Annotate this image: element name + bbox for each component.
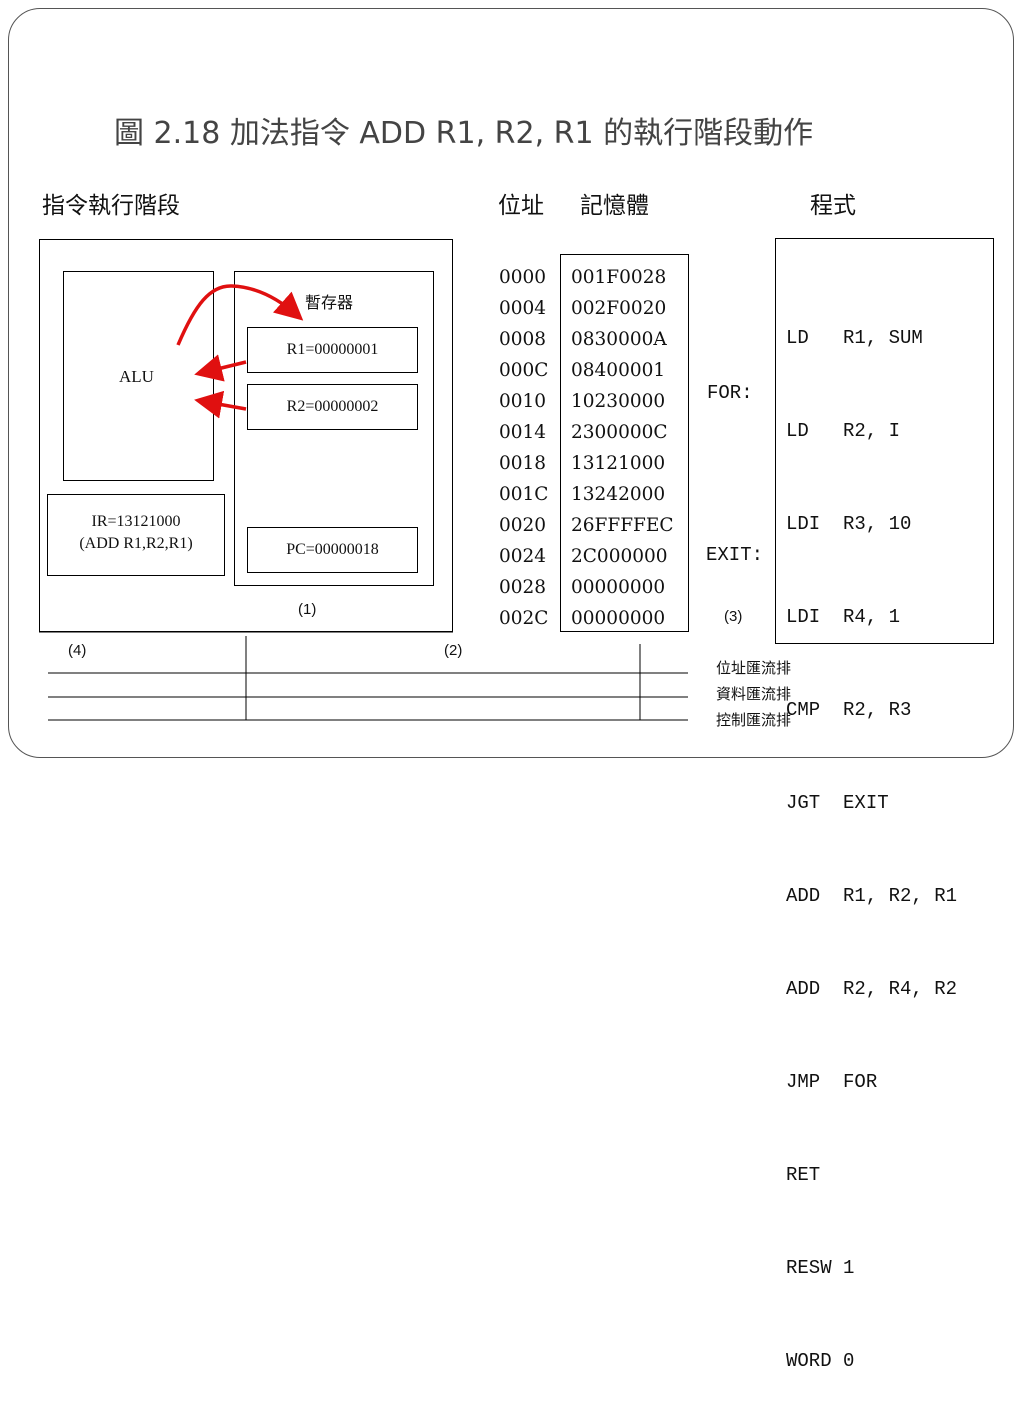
marker-4: (4) (68, 642, 87, 659)
address-cell: 0024 (499, 546, 547, 567)
label-for: FOR: (707, 382, 753, 404)
address-cell: 0028 (499, 577, 547, 598)
address-cell: 0008 (499, 329, 547, 350)
memory-box (560, 254, 689, 632)
program-line: LD R1, SUM (786, 327, 923, 349)
r2-to-alu-arrow (194, 390, 247, 419)
program-line: LDI R4, 1 (786, 606, 901, 628)
program-line: RESW 1 (786, 1257, 855, 1279)
program-line: ADD R2, R4, R2 (786, 978, 958, 1000)
program-box (775, 238, 994, 644)
slide-frame (8, 8, 1014, 758)
memory-cell: 00000000 (571, 577, 666, 598)
data-bus-label: 資料匯流排 (716, 685, 792, 703)
address-column: 0000 0004 0008 000C 0010 0014 0018 001C … (499, 262, 548, 634)
r1-to-alu-arrow (194, 354, 247, 382)
memory-cell: 00000000 (571, 608, 666, 629)
address-cell: 0018 (499, 453, 547, 474)
address-cell: 0014 (499, 422, 547, 443)
address-bus-label: 位址匯流排 (716, 659, 792, 677)
header-execution-stage: 指令執行階段 (42, 193, 180, 219)
memory-cell: 0830000A (571, 329, 667, 350)
program-line: JGT EXIT (786, 792, 889, 814)
marker-3: (3) (724, 608, 743, 625)
program-line: LDI R3, 10 (786, 513, 912, 535)
register-r2: R2=00000002 (247, 384, 418, 430)
register-ir: IR=13121000 (ADD R1,R2,R1) (47, 494, 225, 576)
memory-cell: 001F0028 (571, 267, 667, 288)
program-line: WORD 0 (786, 1350, 855, 1372)
memory-column: 001F0028 002F0020 0830000A 08400001 1023… (571, 262, 674, 634)
program-line: ADD R1, R2, R1 (786, 885, 958, 907)
header-program: 程式 (810, 193, 856, 219)
address-cell: 0004 (499, 298, 547, 319)
memory-cell: 2300000C (571, 422, 668, 443)
marker-2: (2) (444, 642, 463, 659)
alu-label: ALU (119, 367, 154, 386)
header-memory: 記憶體 (580, 193, 649, 219)
address-cell: 0000 (499, 267, 547, 288)
registers-title: 暫存器 (305, 295, 354, 312)
register-ir-instruction: (ADD R1,R2,R1) (79, 535, 193, 552)
address-cell: 0010 (499, 391, 547, 412)
memory-cell: 2C000000 (571, 546, 668, 567)
memory-cell: 13242000 (571, 484, 666, 505)
address-cell: 001C (499, 484, 549, 505)
register-r2-value: R2=00000002 (286, 398, 379, 415)
address-cell: 002C (499, 608, 549, 629)
data-flow-arrows (176, 284, 304, 419)
program-line: RET (786, 1164, 821, 1186)
marker-1: (1) (298, 601, 317, 618)
alu-box: ALU (63, 271, 214, 481)
system-bus (39, 631, 688, 721)
program-line: CMP R2, R3 (786, 699, 912, 721)
control-bus-label: 控制匯流排 (716, 711, 792, 729)
page-title: 圖 2.18 加法指令 ADD R1, R2, R1 的執行階段動作 (114, 116, 814, 151)
address-cell: 0020 (499, 515, 547, 536)
label-exit: EXIT: (706, 544, 764, 566)
alu-to-r1-arrow (176, 284, 304, 346)
program-line: LD R2, I (786, 420, 901, 442)
register-ir-value: IR=13121000 (91, 513, 181, 530)
register-pc-value: PC=00000018 (286, 541, 379, 558)
memory-cell: 13121000 (571, 453, 666, 474)
memory-cell: 002F0020 (571, 298, 667, 319)
memory-cell: 26FFFFEC (571, 515, 674, 536)
register-r1: R1=00000001 (247, 327, 418, 373)
memory-cell: 10230000 (571, 391, 666, 412)
program-line: JMP FOR (786, 1071, 878, 1093)
address-cell: 000C (499, 360, 549, 381)
memory-cell: 08400001 (571, 360, 666, 381)
register-pc: PC=00000018 (247, 527, 418, 573)
header-address: 位址 (498, 193, 544, 219)
register-r1-value: R1=00000001 (286, 341, 379, 358)
